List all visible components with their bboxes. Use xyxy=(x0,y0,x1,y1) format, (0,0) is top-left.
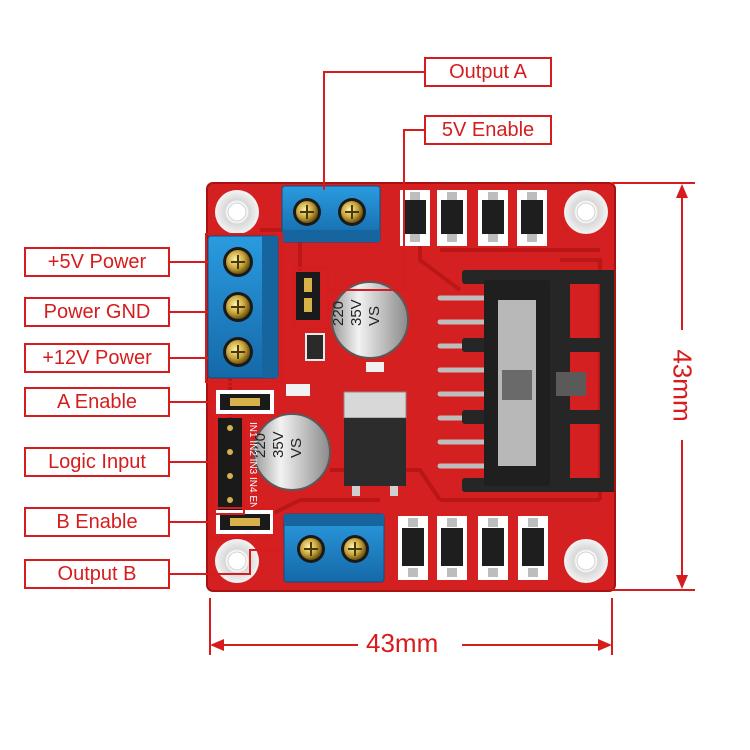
capacitor-bottom-voltage: 35V xyxy=(270,431,287,458)
smd-component xyxy=(366,362,384,372)
capacitor-top: 220 35V VS xyxy=(330,281,409,359)
mounting-hole-bottom-right xyxy=(564,539,608,583)
smd-led xyxy=(286,384,310,396)
label-power-gnd: Power GND xyxy=(24,297,170,327)
terminal-block-output-a xyxy=(281,185,381,243)
annotation-leaders xyxy=(170,71,695,655)
pin-header-label: IN1 IN2 IN3 IN4 ENB xyxy=(247,422,258,516)
label-output-b: Output B xyxy=(24,559,170,589)
screw-icon xyxy=(338,198,366,226)
label-5v-power: +5V Power xyxy=(24,247,170,277)
terminal-block-power xyxy=(207,235,279,379)
dimension-height: 43mm xyxy=(667,349,698,422)
label-b-enable: B Enable xyxy=(24,507,170,537)
mounting-hole-top-right xyxy=(564,190,608,234)
capacitor-bottom: 220 35V VS xyxy=(252,413,331,491)
mounting-hole-bottom-left xyxy=(215,539,259,583)
terminal-block-output-b xyxy=(283,513,385,583)
label-5v-enable: 5V Enable xyxy=(424,115,552,145)
dimension-arrowheads xyxy=(210,184,688,651)
capacitor-top-voltage: 35V xyxy=(348,299,365,326)
jumper-b-enable xyxy=(216,510,274,534)
screw-icon xyxy=(293,198,321,226)
label-logic-input: Logic Input xyxy=(24,447,170,477)
dimension-width: 43mm xyxy=(366,628,439,658)
jumper-a-enable xyxy=(216,390,274,414)
diode-array-bottom xyxy=(398,516,548,580)
label-a-enable: A Enable xyxy=(24,387,170,417)
label-output-a: Output A xyxy=(424,57,552,87)
capacitor-bottom-value: 220 xyxy=(252,433,269,458)
screw-icon xyxy=(223,337,253,367)
capacitor-top-series: VS xyxy=(366,306,383,326)
jumper-5v-enable xyxy=(296,272,320,320)
smd-component xyxy=(305,333,325,361)
screw-icon xyxy=(223,292,253,322)
capacitor-bottom-series: VS xyxy=(288,438,305,458)
screw-icon xyxy=(297,535,325,563)
pin-header-logic: IN1 IN2 IN3 IN4 ENB xyxy=(218,418,258,516)
voltage-regulator xyxy=(343,391,407,496)
mounting-hole-top-left xyxy=(215,190,259,234)
label-12v-power: +12V Power xyxy=(24,343,170,373)
screw-icon xyxy=(341,535,369,563)
capacitor-top-value: 220 xyxy=(330,301,347,326)
screw-icon xyxy=(223,247,253,277)
l298n-chip-heatsink xyxy=(437,270,614,492)
